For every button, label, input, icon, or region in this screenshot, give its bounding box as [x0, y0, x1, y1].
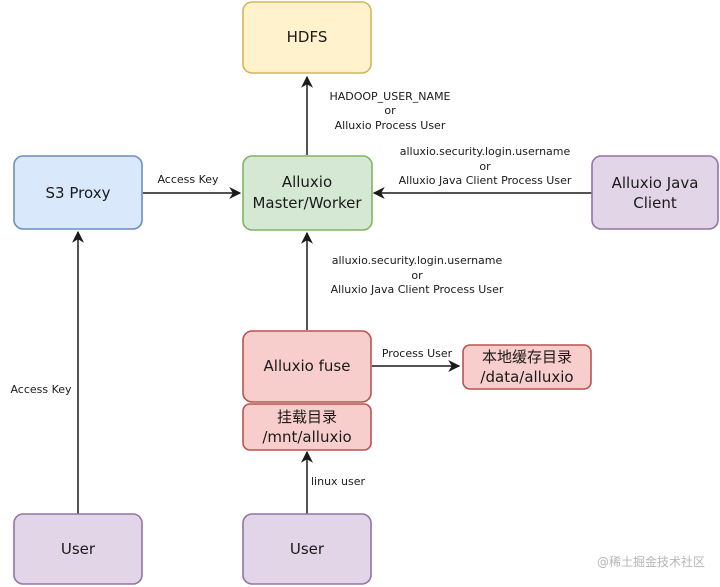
node-label: /data/alluxio [480, 368, 573, 386]
node-local-cache-dir: 本地缓存目录 /data/alluxio [462, 344, 592, 390]
node-user-mid: User [242, 513, 372, 585]
node-label: 挂载目录 [277, 408, 337, 426]
node-hdfs: HDFS [242, 1, 372, 74]
edge-label-line: Alluxio Java Client Process User [331, 283, 504, 296]
node-box [591, 155, 719, 230]
edge-label-user-to-mount: linux user [311, 475, 366, 488]
edge-label-line: HADOOP_USER_NAME [329, 90, 450, 103]
edge-label-s3-to-master: Access Key [157, 173, 219, 186]
edge-label-line: or [384, 104, 396, 117]
node-label: /mnt/alluxio [262, 428, 351, 446]
node-mount-dir: 挂载目录 /mnt/alluxio [242, 403, 372, 451]
node-label: User [61, 540, 96, 558]
edge-label-line: alluxio.security.login.username [400, 145, 571, 158]
node-label: 本地缓存目录 [482, 348, 572, 366]
node-label: User [290, 540, 325, 558]
edge-label-line: Alluxio Java Client Process User [399, 174, 572, 187]
node-box [242, 403, 372, 451]
node-alluxio-master-worker: Alluxio Master/Worker [242, 155, 373, 231]
node-label: Alluxio fuse [264, 357, 351, 375]
node-box [242, 513, 372, 585]
edge-label-user-to-s3: Access Key [10, 383, 72, 396]
edge-label-line: or [479, 160, 491, 173]
edge-label-line: or [411, 269, 423, 282]
edges [72, 75, 592, 514]
node-box [13, 155, 143, 230]
edge-label-master-to-hdfs: HADOOP_USER_NAME or Alluxio Process User [329, 90, 450, 132]
node-label: Master/Worker [252, 194, 362, 212]
node-alluxio-java-client: Alluxio Java Client [591, 155, 719, 230]
node-s3-proxy: S3 Proxy [13, 155, 143, 230]
edge-label-java-to-master: alluxio.security.login.username or Allux… [399, 145, 572, 187]
node-box [13, 513, 143, 585]
node-box [242, 155, 373, 231]
edge-label-fuse-to-cache: Process User [382, 347, 453, 360]
node-label: S3 Proxy [46, 184, 111, 202]
node-label: Client [633, 194, 677, 212]
node-label: Alluxio Java [612, 174, 699, 192]
edge-label-fuse-to-master: alluxio.security.login.username or Allux… [331, 254, 504, 296]
node-alluxio-fuse: Alluxio fuse [242, 330, 372, 403]
watermark: @稀土掘金技术社区 [597, 554, 705, 569]
edge-label-line: alluxio.security.login.username [332, 254, 503, 267]
node-box [242, 1, 372, 74]
edge-label-line: Alluxio Process User [335, 119, 446, 132]
node-label: HDFS [287, 28, 328, 46]
node-label: Alluxio [282, 173, 332, 191]
node-user-left: User [13, 513, 143, 585]
node-box [462, 344, 592, 390]
node-box [242, 330, 372, 403]
